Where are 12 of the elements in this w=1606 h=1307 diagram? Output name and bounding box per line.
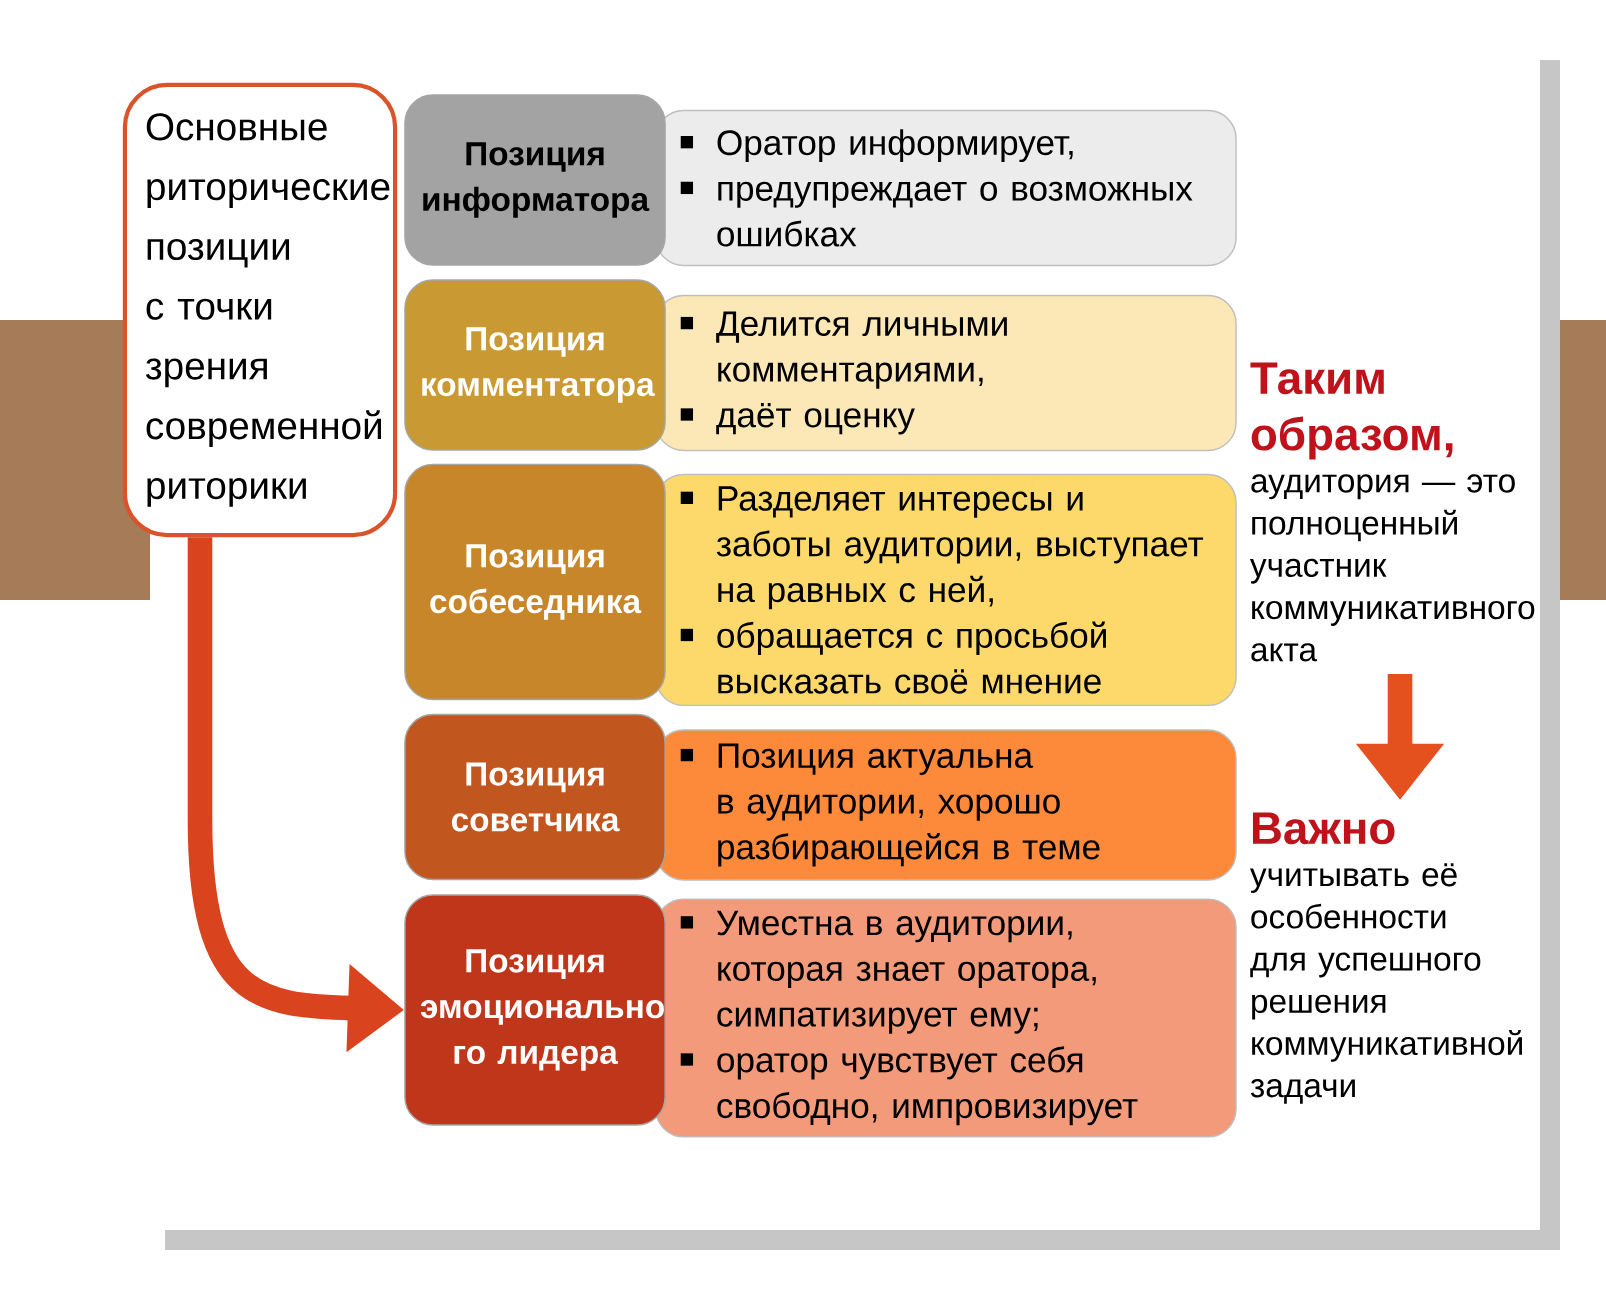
position-box: Позиция эмоционально го лидера (404, 894, 666, 1126)
position-box: Позиция собеседника (404, 463, 666, 701)
position-box: Позиция советчика (404, 713, 666, 881)
description-box: Делится личными комментариями, даёт оценку (655, 294, 1237, 452)
description-box: Позиция актуальна в аудитории, хорошо разбирающейся в теме (655, 729, 1237, 881)
description-box: Разделяет интересы и заботы аудитории, выступает на равных с ней, обращается с просьбой высказать своё мнение (655, 473, 1237, 707)
heading-box: Основные риторические позиции с точки зрения современной риторики (122, 82, 398, 538)
summary-text: Таким образом, аудитория — это полноценный участник коммуникативного акта (1250, 362, 1535, 662)
position-box: Позиция информатора (404, 94, 666, 266)
description-box: Оратор информирует, предупреждает о возможных ошибках (655, 109, 1237, 267)
position-box: Позиция комментатора (404, 279, 666, 451)
note-text: Важно учитывать её особенности для успешного решения коммуникативной задачи (1250, 812, 1522, 1104)
